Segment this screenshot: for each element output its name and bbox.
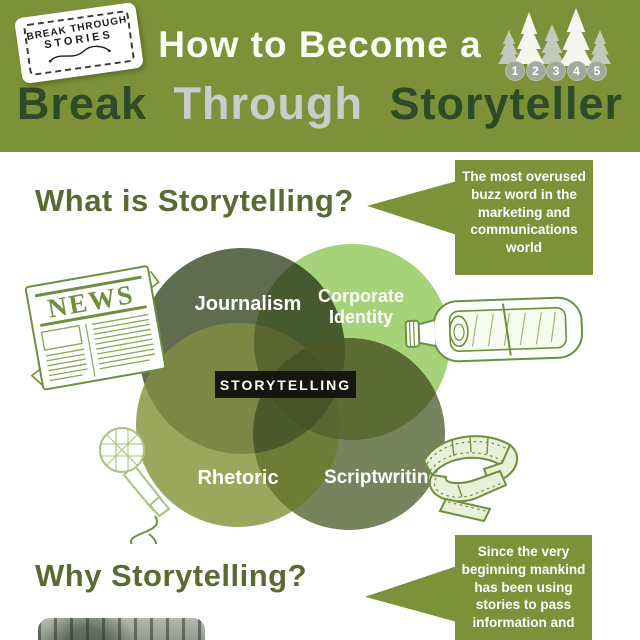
title-word-storyteller: Storyteller xyxy=(389,78,624,129)
what-heading: What is Storytelling? xyxy=(35,183,354,218)
what-callout-pointer xyxy=(367,181,457,235)
step-numbers: 1 2 3 4 5 xyxy=(505,61,608,81)
why-callout: Since the very beginning mankind has bee… xyxy=(455,535,592,640)
step-2-badge: 2 xyxy=(525,61,546,81)
header-title-line1: How to Become a xyxy=(158,24,482,65)
storytelling-center-box: STORYTELLING xyxy=(215,371,356,398)
step-1-badge: 1 xyxy=(505,61,525,81)
venn-label-scriptwriting: Scriptwriting xyxy=(323,467,441,488)
ticket-logo: BREAK THROUGH STORIES xyxy=(14,1,144,85)
message-in-bottle-icon xyxy=(397,287,590,381)
venn-label-rhetoric: Rhetoric xyxy=(197,467,279,489)
step-3-badge: 3 xyxy=(546,61,566,81)
step-4-badge: 4 xyxy=(566,61,587,81)
venn-label-corporate-identity: Corporate Identity xyxy=(317,286,404,328)
film-strip-icon xyxy=(418,423,524,528)
ticket-logo-inner: BREAK THROUGH STORIES xyxy=(22,9,136,77)
venn-label-journalism: Journalism xyxy=(194,293,302,315)
what-callout: The most overused buzz word in the marke… xyxy=(455,160,593,275)
step-5-badge: 5 xyxy=(587,61,607,81)
forest-photo xyxy=(38,618,205,640)
title-word-break: Break xyxy=(16,78,147,129)
newspaper-icon: NEWS xyxy=(9,246,182,415)
header-band: How to Become a Break Through Storytelle… xyxy=(0,0,640,152)
microphone-icon xyxy=(85,422,200,551)
header-title-line2: Break Through Storyteller xyxy=(0,78,640,130)
logo-flourish-icon xyxy=(48,45,111,63)
title-word-through: Through xyxy=(173,78,363,129)
why-callout-pointer xyxy=(365,566,457,622)
why-heading: Why Storytelling? xyxy=(35,558,307,593)
